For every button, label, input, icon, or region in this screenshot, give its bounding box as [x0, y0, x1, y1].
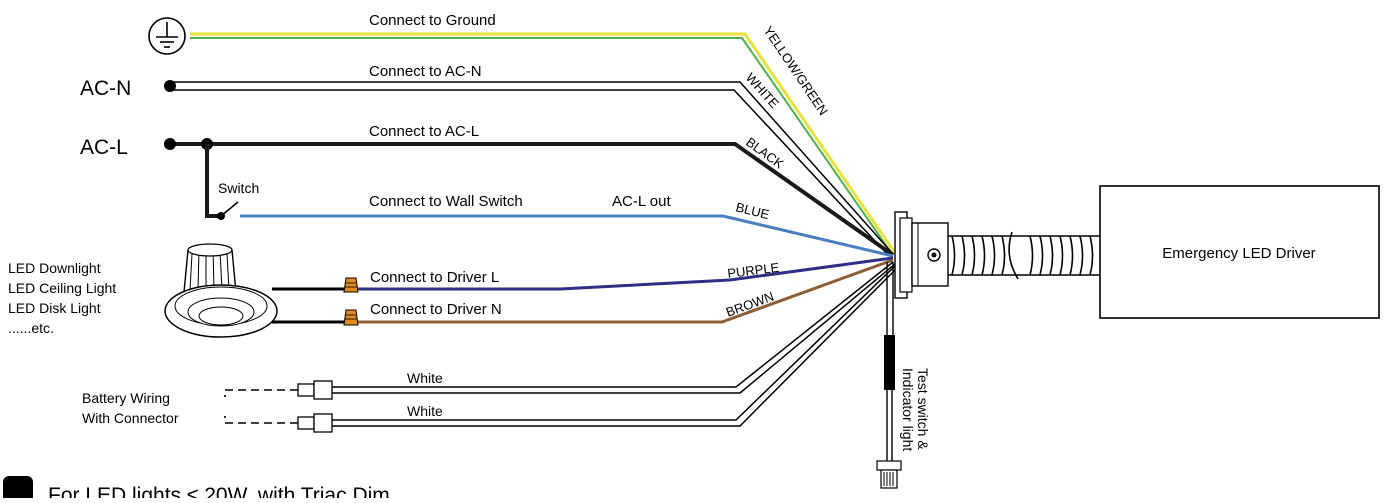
battery-wire-1: [330, 261, 896, 394]
battery-wire-2: [330, 265, 898, 427]
wire-nut-l: [343, 277, 359, 293]
ac-l-out-label: AC-L out: [612, 193, 671, 210]
ground-icon: [148, 17, 186, 55]
battery-dashed-lead-1: [224, 389, 298, 397]
connect-wall-switch-label: Connect to Wall Switch: [369, 193, 523, 210]
battery-wire-2-label: White: [407, 403, 443, 419]
brown-wire: [352, 258, 894, 324]
fixture-type-4: ......etc.: [8, 320, 54, 336]
fixture-type-2: LED Ceiling Light: [8, 280, 116, 296]
test-switch-label-line2: Indicator light: [900, 368, 916, 451]
ac-l-terminal: [164, 138, 176, 150]
test-switch-button-icon: [876, 460, 902, 489]
battery-dashed-lead-2: [224, 416, 298, 424]
caption-text: For LED lights ≤ 20W, with Triac Dim: [48, 484, 390, 498]
ground-wire-green: [190, 37, 893, 255]
downlight-icon: [164, 243, 278, 338]
fixture-type-1: LED Downlight: [8, 260, 101, 276]
battery-wire-1-label: White: [407, 370, 443, 386]
switch-label: Switch: [218, 180, 259, 196]
caption-badge-icon: [3, 476, 33, 503]
ac-n-label: AC-N: [80, 77, 131, 100]
switch-feed-wire: [205, 144, 218, 218]
battery-connector-2: [297, 413, 333, 433]
ac-l-label: AC-L: [80, 136, 128, 159]
switch-symbol: [217, 201, 239, 220]
test-switch-lead: [884, 262, 895, 462]
emergency-driver-box: [1099, 185, 1380, 319]
fixture-type-3: LED Disk Light: [8, 300, 101, 316]
ac-n-terminal: [164, 80, 176, 92]
purple-wire: [352, 256, 894, 291]
conduit-icon: [948, 231, 1100, 280]
ground-wire: [190, 32, 897, 255]
connect-ground-label: Connect to Ground: [369, 12, 496, 29]
connect-ac-n-label: Connect to AC-N: [369, 63, 482, 80]
ac-n-white-wire: [170, 81, 894, 257]
wire-color-purple: PURPLE: [727, 260, 781, 281]
test-switch-label-line1: Test switch &: [915, 368, 931, 450]
battery-label-line2: With Connector: [82, 410, 179, 426]
wire-color-brown: BROWN: [724, 289, 776, 320]
driver-box-label: Emergency LED Driver: [1162, 245, 1315, 262]
connect-ac-l-label: Connect to AC-L: [369, 123, 479, 140]
connect-driver-n-label: Connect to Driver N: [370, 301, 502, 318]
ac-l-black-wire: [170, 142, 895, 257]
connect-driver-l-label: Connect to Driver L: [370, 269, 499, 286]
blue-wire: [240, 214, 894, 258]
wire-nut-n: [343, 309, 359, 326]
caption: For LED lights ≤ 20W, with Triac Dim: [3, 476, 390, 503]
ground-wire-yellow: [190, 32, 897, 254]
battery-label-line1: Battery Wiring: [82, 390, 170, 406]
battery-connector-1: [297, 380, 333, 400]
strain-relief-icon: [894, 211, 949, 299]
